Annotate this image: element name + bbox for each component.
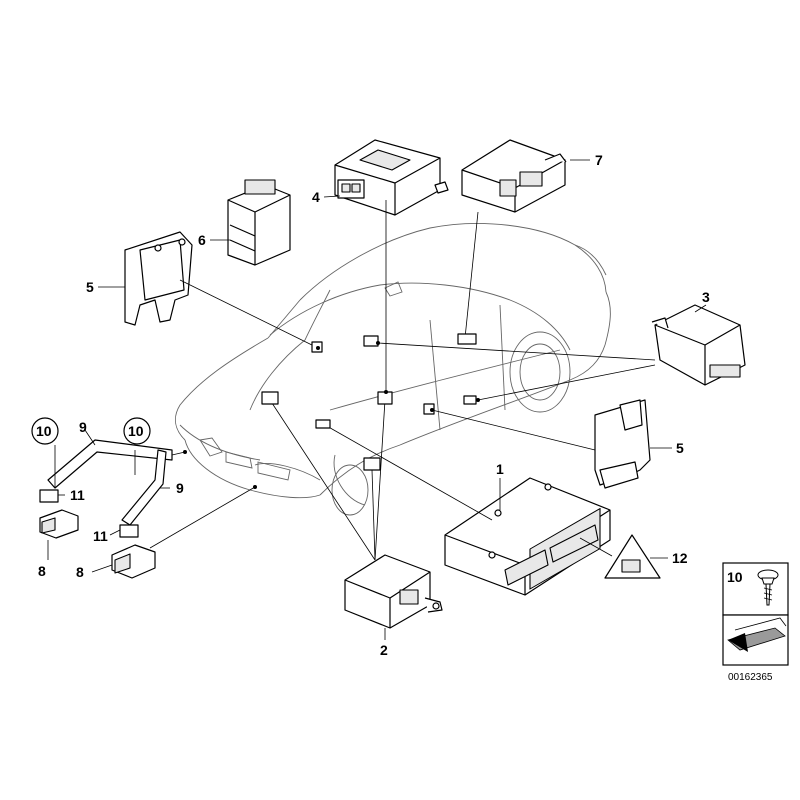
arrow-icon bbox=[727, 617, 787, 652]
screw-icon bbox=[757, 569, 779, 606]
legend-screw-number: 10 bbox=[727, 569, 743, 585]
part-6-control-unit bbox=[227, 179, 291, 266]
label-part-10-left: 10 bbox=[36, 423, 52, 439]
label-part-5-left: 5 bbox=[86, 279, 94, 295]
label-part-9-lower: 9 bbox=[176, 480, 184, 496]
part-3-module bbox=[651, 304, 746, 386]
label-part-11-lower: 11 bbox=[93, 528, 108, 544]
label-part-8-upper: 8 bbox=[38, 563, 46, 579]
label-part-6: 6 bbox=[198, 232, 206, 248]
label-part-11-upper: 11 bbox=[70, 487, 85, 503]
label-part-1: 1 bbox=[496, 461, 504, 477]
circle-callout-10-right bbox=[123, 417, 151, 445]
label-part-4: 4 bbox=[312, 189, 320, 205]
label-part-3: 3 bbox=[702, 289, 710, 305]
label-part-8-lower: 8 bbox=[76, 564, 84, 580]
label-part-10-right: 10 bbox=[128, 423, 144, 439]
label-part-12: 12 bbox=[672, 550, 688, 566]
part-7-module bbox=[461, 139, 567, 213]
legend-box: 10 00162365 bbox=[722, 562, 789, 683]
label-part-2: 2 bbox=[380, 642, 388, 658]
part-4-module bbox=[334, 139, 449, 216]
circle-callout-10-left bbox=[31, 417, 59, 445]
part-2-airbag-module bbox=[344, 554, 443, 629]
leader-lines bbox=[47, 159, 707, 640]
part-1-control-unit bbox=[444, 477, 611, 596]
label-part-9-upper: 9 bbox=[79, 419, 87, 435]
part-labels: 4 7 6 5 3 5 1 12 2 9 9 11 11 8 8 10 10 bbox=[31, 152, 710, 658]
diagram-id: 00162365 bbox=[728, 672, 773, 683]
part-12-warning-label bbox=[604, 534, 661, 579]
car-outline bbox=[174, 223, 611, 516]
sensor-assembly-left bbox=[39, 439, 173, 579]
in-car-markers bbox=[183, 333, 480, 489]
label-part-5-right: 5 bbox=[676, 440, 684, 456]
part-5-bracket-right bbox=[594, 399, 651, 489]
label-part-7: 7 bbox=[595, 152, 603, 168]
part-5-bracket-left bbox=[124, 231, 193, 326]
